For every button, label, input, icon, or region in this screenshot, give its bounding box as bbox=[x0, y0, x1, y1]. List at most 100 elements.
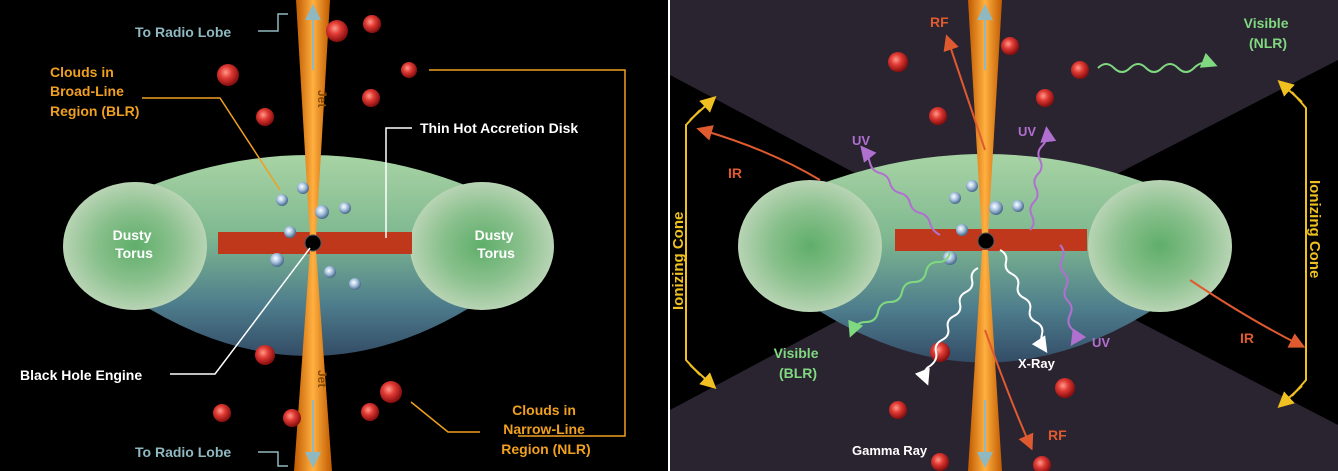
nlr-cloud bbox=[930, 342, 950, 362]
torus-left-label: Dusty Torus bbox=[113, 227, 156, 261]
torus-end-right bbox=[410, 182, 554, 310]
x-ray-label: X-Ray bbox=[1018, 356, 1056, 371]
nlr-label-line: Narrow-Line bbox=[503, 421, 585, 437]
ionizing-cone-arrow-right-top bbox=[1277, 79, 1303, 103]
nlr-cloud bbox=[1036, 89, 1054, 107]
radio-lobe-top-label: To Radio Lobe bbox=[135, 24, 231, 40]
nlr-cloud bbox=[255, 345, 275, 365]
blr-cloud bbox=[284, 226, 296, 238]
rf-top-label: RF bbox=[930, 14, 949, 30]
visible-nlr-label-line: (NLR) bbox=[1249, 35, 1287, 51]
nlr-cloud bbox=[888, 52, 908, 72]
uv-right-arrow bbox=[1059, 244, 1087, 346]
ir-right-label: IR bbox=[1240, 330, 1254, 346]
torus-right-label-line: Dusty bbox=[475, 227, 514, 243]
blr-label: Clouds in Broad-Line Region (BLR) bbox=[50, 64, 139, 119]
nlr-leader bbox=[429, 69, 626, 437]
radio-lobe-bottom-leader bbox=[258, 451, 288, 467]
torus-right-label: Dusty Torus bbox=[475, 227, 518, 261]
black-hole-right-panel bbox=[977, 232, 995, 250]
blr-cloud bbox=[339, 202, 351, 214]
blr-cloud bbox=[989, 201, 1003, 215]
jet-top-label: Jet bbox=[315, 90, 329, 107]
nlr-cloud bbox=[326, 20, 348, 42]
blr-cloud bbox=[270, 253, 284, 267]
visible-nlr-label-line: Visible bbox=[1244, 15, 1289, 31]
uv-top-arrow bbox=[1029, 126, 1057, 231]
ir-left-label: IR bbox=[728, 165, 742, 181]
torus-left-label-line: Dusty bbox=[113, 227, 152, 243]
nlr-cloud bbox=[363, 15, 381, 33]
nlr-cloud bbox=[361, 403, 379, 421]
accretion-disk-label: Thin Hot Accretion Disk bbox=[420, 120, 578, 136]
nlr-cloud bbox=[283, 409, 301, 427]
nlr-label: Clouds in Narrow-Line Region (NLR) bbox=[501, 402, 590, 457]
ionizing-cone-arrow-right-bottom bbox=[1277, 385, 1303, 409]
nlr-cloud bbox=[1055, 378, 1075, 398]
blr-cloud bbox=[949, 192, 961, 204]
right-panel: RF RF Visible (NLR) UV UV UV IR IR Ioniz… bbox=[670, 0, 1338, 471]
nlr-cloud bbox=[931, 453, 949, 471]
blr-label-line: Clouds in bbox=[50, 64, 114, 80]
left-panel: To Radio Lobe To Radio Lobe Jet Jet Clou… bbox=[0, 0, 668, 471]
nlr-cloud bbox=[1033, 456, 1051, 471]
visible-blr-label-line: (BLR) bbox=[779, 365, 817, 381]
jet-bottom-right-panel bbox=[968, 250, 1002, 471]
nlr-cloud bbox=[217, 64, 239, 86]
nlr-label-line: Region (NLR) bbox=[501, 441, 590, 457]
blr-leader bbox=[142, 97, 281, 191]
nlr-label-line: Clouds in bbox=[512, 402, 576, 418]
ir-left-arrow bbox=[696, 125, 821, 181]
ionizing-cone-arrow-left-bottom bbox=[689, 364, 717, 390]
blr-cloud bbox=[1012, 200, 1024, 212]
blr-clouds-right-panel bbox=[943, 180, 1024, 265]
panel-divider bbox=[668, 0, 670, 471]
rf-bottom-label: RF bbox=[1048, 427, 1067, 443]
nlr-cloud bbox=[401, 62, 417, 78]
nlr-cloud bbox=[889, 401, 907, 419]
torus-end-left-right-panel bbox=[738, 180, 882, 312]
black-hole bbox=[304, 234, 322, 252]
visible-nlr-label: Visible (NLR) bbox=[1244, 15, 1293, 51]
nlr-leader-lower bbox=[410, 401, 480, 433]
blr-clouds bbox=[270, 182, 361, 290]
radio-lobe-top-leader bbox=[258, 13, 288, 32]
jet-top bbox=[296, 0, 330, 238]
uv-left-label: UV bbox=[852, 133, 870, 148]
radio-lobe-bottom-label: To Radio Lobe bbox=[135, 444, 231, 460]
x-ray-arrow bbox=[999, 249, 1048, 353]
ir-right-arrow bbox=[1189, 279, 1306, 348]
uv-left-arrow bbox=[860, 145, 941, 236]
visible-blr-label-line: Visible bbox=[774, 345, 819, 361]
nlr-cloud bbox=[1071, 61, 1089, 79]
nlr-clouds-right-panel bbox=[888, 37, 1089, 471]
blr-cloud bbox=[956, 224, 968, 236]
jet-top-right-panel bbox=[968, 0, 1002, 236]
nlr-cloud bbox=[362, 89, 380, 107]
blr-cloud bbox=[297, 182, 309, 194]
jet-bottom bbox=[294, 250, 332, 471]
torus-end-right-right-panel bbox=[1088, 180, 1232, 312]
uv-right-label: UV bbox=[1092, 335, 1110, 350]
nlr-cloud bbox=[256, 108, 274, 126]
nlr-cloud bbox=[929, 107, 947, 125]
rf-top-arrow bbox=[943, 34, 986, 151]
jet-bottom-label: Jet bbox=[315, 370, 329, 387]
nlr-clouds bbox=[213, 15, 417, 427]
torus-body-left-panel bbox=[135, 155, 482, 356]
torus-left-label-line: Torus bbox=[115, 245, 153, 261]
visible-nlr-arrow bbox=[1097, 52, 1218, 73]
blr-cloud bbox=[276, 194, 288, 206]
nlr-cloud bbox=[213, 404, 231, 422]
blr-label-line: Broad-Line bbox=[50, 83, 124, 99]
blr-cloud bbox=[966, 180, 978, 192]
gamma-ray-arrow bbox=[914, 267, 979, 386]
nlr-cloud bbox=[1001, 37, 1019, 55]
torus-right-label-line: Torus bbox=[477, 245, 515, 261]
torus-end-left bbox=[63, 182, 207, 310]
blr-cloud bbox=[349, 278, 361, 290]
blr-label-line: Region (BLR) bbox=[50, 103, 139, 119]
uv-top-label: UV bbox=[1018, 124, 1036, 139]
gamma-ray-label: Gamma Ray bbox=[852, 443, 928, 458]
